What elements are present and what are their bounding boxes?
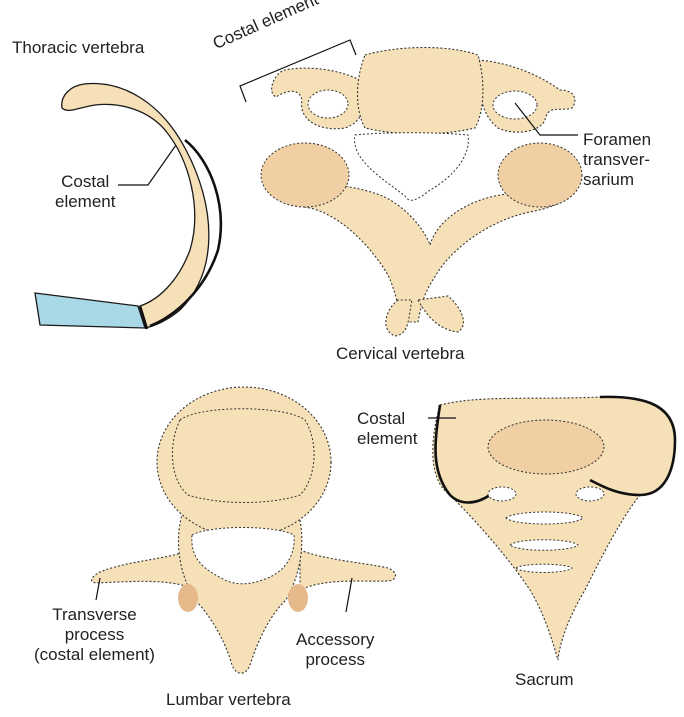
rib-costal-leader <box>118 145 176 185</box>
lumbar-vertebra-label: Lumbar vertebra <box>166 690 291 710</box>
sacrum <box>433 397 675 660</box>
accessory-process-label: Accessory process <box>296 630 374 670</box>
thoracic-vertebra-label: Thoracic vertebra <box>12 38 144 58</box>
costal-cartilage <box>35 293 145 328</box>
transverse-process-label: Transverse process (costal element) <box>34 605 155 665</box>
rib-costal-element-label: Costal element <box>55 172 115 212</box>
sacrum-label: Sacrum <box>515 670 574 690</box>
sacrum-costal-element-label: Costal element <box>357 409 417 449</box>
foramen-transversarium-label: Foramen transver- sarium <box>583 130 651 190</box>
cervical-vertebra-label: Cervical vertebra <box>336 344 465 364</box>
cervical-vertebra <box>261 48 582 337</box>
accessory-leader <box>346 578 352 612</box>
